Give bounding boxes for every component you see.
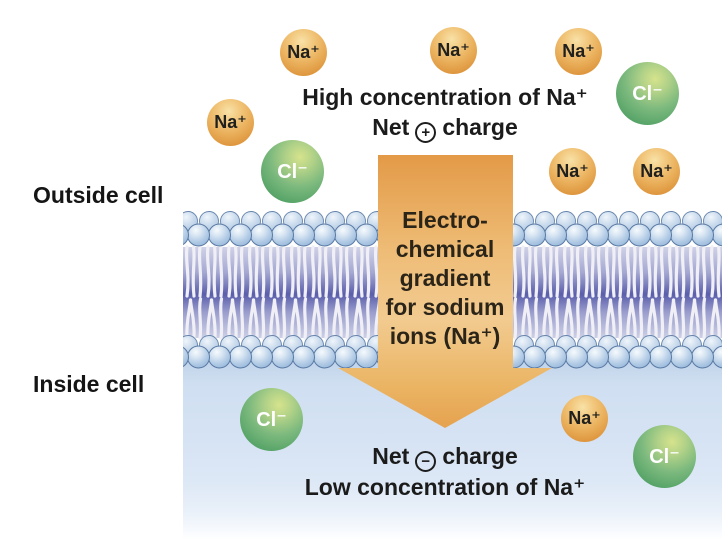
na-ion: Na⁺ [280,29,327,76]
inside-cell-label: Inside cell [33,371,145,397]
na-ion: Na⁺ [549,148,596,195]
low-concentration-text: Low concentration of Na⁺ [304,474,586,500]
net-positive-charge-text: Net+charge [372,114,518,143]
arrow-label-line: chemical [395,236,495,262]
cl-ion: Cl⁻ [240,388,303,451]
outside-cell-label: Outside cell [33,182,164,208]
net-negative-charge-text: Net−charge [372,443,518,472]
plus-circle-icon: + [415,122,437,143]
minus-circle-icon: − [415,451,437,472]
na-ion: Na⁺ [555,28,602,75]
outside-annotation: High concentration of Na⁺ Net+charge [225,82,665,143]
arrow-shape [338,155,552,428]
cl-ion: Cl⁻ [633,425,696,488]
arrow-label-line: Electro- [402,207,488,233]
arrow-label-line: gradient [399,265,491,291]
gradient-arrow [338,155,552,428]
cl-ion: Cl⁻ [261,140,324,203]
arrow-label-line: for sodium [385,294,505,320]
arrow-label-line: ions (Na⁺) [389,323,501,349]
high-concentration-text: High concentration of Na⁺ [302,84,588,110]
arrow-label: Electro- chemical gradient for sodium io… [360,206,530,351]
na-ion: Na⁺ [430,27,477,74]
na-ion: Na⁺ [633,148,680,195]
na-ion: Na⁺ [207,99,254,146]
na-ion: Na⁺ [561,395,608,442]
inside-annotation: Net−charge Low concentration of Na⁺ [225,441,665,502]
cl-ion: Cl⁻ [616,62,679,125]
